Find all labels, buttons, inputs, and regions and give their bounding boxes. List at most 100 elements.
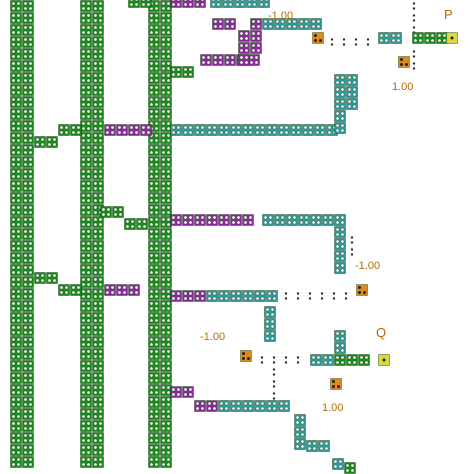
green-tile-139 bbox=[92, 264, 104, 276]
teal-tile-326 bbox=[310, 214, 322, 226]
teal-tile-286 bbox=[334, 74, 346, 86]
green-tile-64 bbox=[22, 300, 34, 312]
green-tile-10 bbox=[10, 120, 22, 132]
purple-tile-256 bbox=[250, 42, 262, 54]
green-tile-69 bbox=[22, 360, 34, 372]
green-tile-191 bbox=[148, 420, 160, 432]
green-tile-215 bbox=[160, 240, 172, 252]
white-tile-303 bbox=[362, 36, 374, 48]
teal-tile-393 bbox=[332, 458, 344, 470]
green-tile-394 bbox=[344, 462, 356, 474]
node-label-p: P bbox=[444, 7, 453, 22]
green-tile-59 bbox=[22, 240, 34, 252]
green-tile-16 bbox=[10, 192, 22, 204]
green-tile-157 bbox=[148, 12, 160, 24]
green-tile-160 bbox=[148, 48, 160, 60]
green-tile-75 bbox=[22, 432, 34, 444]
green-tile-8 bbox=[10, 96, 22, 108]
green-tile-189 bbox=[148, 396, 160, 408]
teal-tile-272 bbox=[170, 124, 182, 136]
green-tile-104 bbox=[80, 312, 92, 324]
green-tile-117 bbox=[92, 0, 104, 12]
green-tile-307 bbox=[424, 32, 436, 44]
green-tile-111 bbox=[80, 396, 92, 408]
green-tile-34 bbox=[10, 408, 22, 420]
green-tile-167 bbox=[148, 132, 160, 144]
green-tile-7 bbox=[10, 84, 22, 96]
green-tile-13 bbox=[10, 156, 22, 168]
green-tile-48 bbox=[22, 108, 34, 120]
teal-tile-388 bbox=[294, 414, 306, 426]
green-tile-26 bbox=[10, 312, 22, 324]
green-tile-114 bbox=[80, 432, 92, 444]
green-tile-149 bbox=[92, 384, 104, 396]
purple-tile-379 bbox=[182, 386, 194, 398]
green-tile-231 bbox=[160, 432, 172, 444]
teal-tile-350 bbox=[266, 290, 278, 302]
green-tile-51 bbox=[22, 144, 34, 156]
purple-tile-237 bbox=[182, 0, 194, 8]
teal-tile-289 bbox=[334, 110, 346, 122]
green-tile-136 bbox=[92, 228, 104, 240]
teal-tile-305 bbox=[390, 32, 402, 44]
teal-tile-332 bbox=[334, 262, 346, 274]
green-tile-194 bbox=[148, 456, 160, 468]
green-tile-110 bbox=[80, 384, 92, 396]
purple-tile-320 bbox=[230, 214, 242, 226]
green-tile-73 bbox=[22, 408, 34, 420]
green-tile-77 bbox=[22, 456, 34, 468]
green-tile-81 bbox=[80, 36, 92, 48]
white-tile-300 bbox=[326, 36, 338, 48]
white-tile-353 bbox=[304, 290, 316, 302]
teal-tile-382 bbox=[218, 400, 230, 412]
green-tile-63 bbox=[22, 288, 34, 300]
teal-tile-373 bbox=[334, 342, 346, 354]
green-tile-57 bbox=[22, 216, 34, 228]
teal-tile-263 bbox=[310, 18, 322, 30]
purple-tile-340 bbox=[116, 284, 128, 296]
green-tile-199 bbox=[160, 48, 172, 60]
teal-tile-259 bbox=[262, 18, 274, 30]
teal-tile-330 bbox=[334, 238, 346, 250]
purple-tile-321 bbox=[242, 214, 254, 226]
teal-tile-325 bbox=[298, 214, 310, 226]
green-tile-159 bbox=[148, 36, 160, 48]
green-tile-198 bbox=[160, 36, 172, 48]
white-tile-334 bbox=[346, 246, 358, 258]
green-tile-93 bbox=[80, 180, 92, 192]
teal-tile-239 bbox=[210, 0, 222, 8]
green-tile-158 bbox=[148, 24, 160, 36]
white-tile-298 bbox=[408, 60, 420, 72]
green-tile-19 bbox=[10, 228, 22, 240]
white-tile-302 bbox=[350, 36, 362, 48]
green-tile-192 bbox=[148, 432, 160, 444]
green-tile-226 bbox=[160, 372, 172, 384]
green-tile-68 bbox=[22, 348, 34, 360]
purple-tile-236 bbox=[170, 0, 182, 8]
green-tile-78 bbox=[80, 0, 92, 12]
weight-label-q-top: -1.00 bbox=[355, 260, 381, 272]
green-tile-107 bbox=[80, 348, 92, 360]
purple-tile-252 bbox=[238, 42, 250, 54]
green-tile-44 bbox=[22, 60, 34, 72]
green-tile-89 bbox=[80, 132, 92, 144]
purple-tile-318 bbox=[206, 214, 218, 226]
teal-tile-273 bbox=[182, 124, 194, 136]
purple-tile-344 bbox=[194, 290, 206, 302]
green-tile-67 bbox=[22, 336, 34, 348]
teal-tile-287 bbox=[334, 86, 346, 98]
green-tile-163 bbox=[148, 84, 160, 96]
white-tile-356 bbox=[340, 290, 352, 302]
teal-tile-262 bbox=[298, 18, 310, 30]
green-tile-47 bbox=[22, 96, 34, 108]
green-tile-313 bbox=[124, 218, 136, 230]
green-tile-197 bbox=[160, 24, 172, 36]
teal-tile-384 bbox=[242, 400, 254, 412]
white-tile-376 bbox=[268, 390, 280, 402]
green-tile-11 bbox=[10, 132, 22, 144]
weight-label-q-bottom: 1.00 bbox=[322, 402, 344, 414]
teal-tile-242 bbox=[246, 0, 258, 8]
teal-tile-324 bbox=[286, 214, 298, 226]
green-tile-223 bbox=[160, 336, 172, 348]
green-tile-127 bbox=[92, 120, 104, 132]
